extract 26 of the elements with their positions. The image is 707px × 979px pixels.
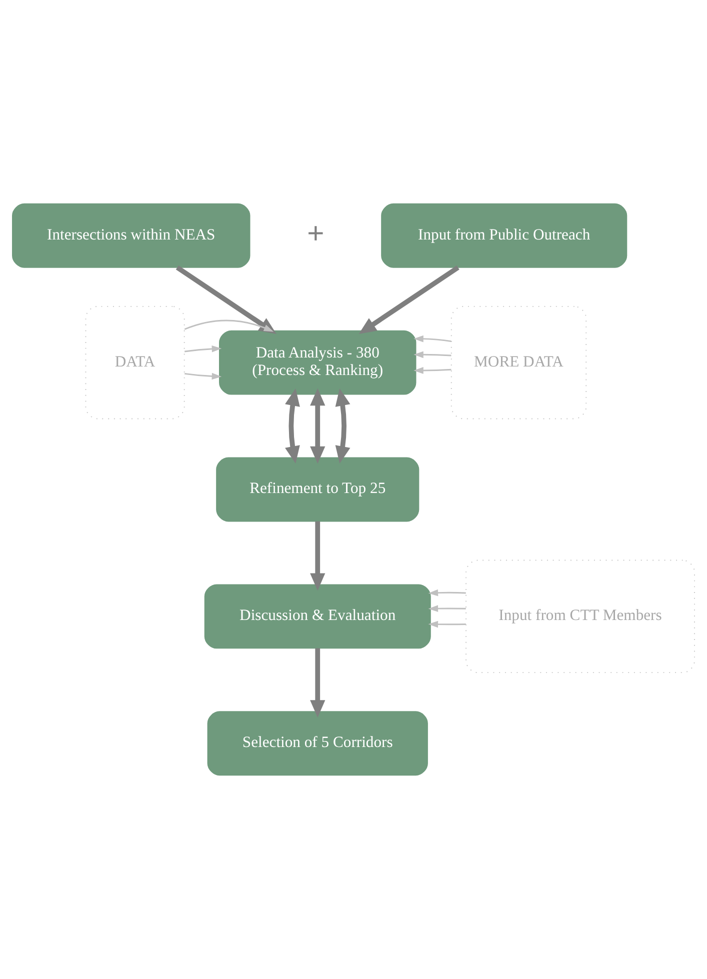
node-box: Intersections within NEAS: [12, 203, 250, 268]
arrow: [310, 648, 326, 718]
arrow: [184, 320, 274, 332]
arrow: [428, 605, 466, 612]
arrow: [335, 388, 350, 464]
node-box: Input from CTT Members: [466, 560, 695, 674]
node-box: DATA: [85, 306, 185, 420]
arrow: [428, 589, 466, 596]
arrow: [184, 372, 222, 380]
node-box: Selection of 5 Corridors: [207, 711, 428, 776]
node-box: Refinement to Top 25: [216, 457, 420, 522]
arrow: [310, 388, 326, 464]
arrow: [310, 521, 326, 591]
arrow: [414, 335, 452, 342]
arrow: [358, 265, 460, 334]
label: +: [307, 216, 324, 250]
arrow: [414, 367, 452, 374]
node-box: Data Analysis - 380 (Process & Ranking): [219, 330, 416, 395]
arrow: [428, 620, 466, 628]
arrow: [176, 265, 276, 334]
arrow: [414, 351, 452, 358]
node-box: Input from Public Outreach: [381, 203, 628, 268]
node-box: MORE DATA: [450, 306, 587, 420]
node-box: Discussion & Evaluation: [204, 584, 431, 649]
arrow: [184, 345, 222, 352]
arrow: [285, 388, 300, 464]
